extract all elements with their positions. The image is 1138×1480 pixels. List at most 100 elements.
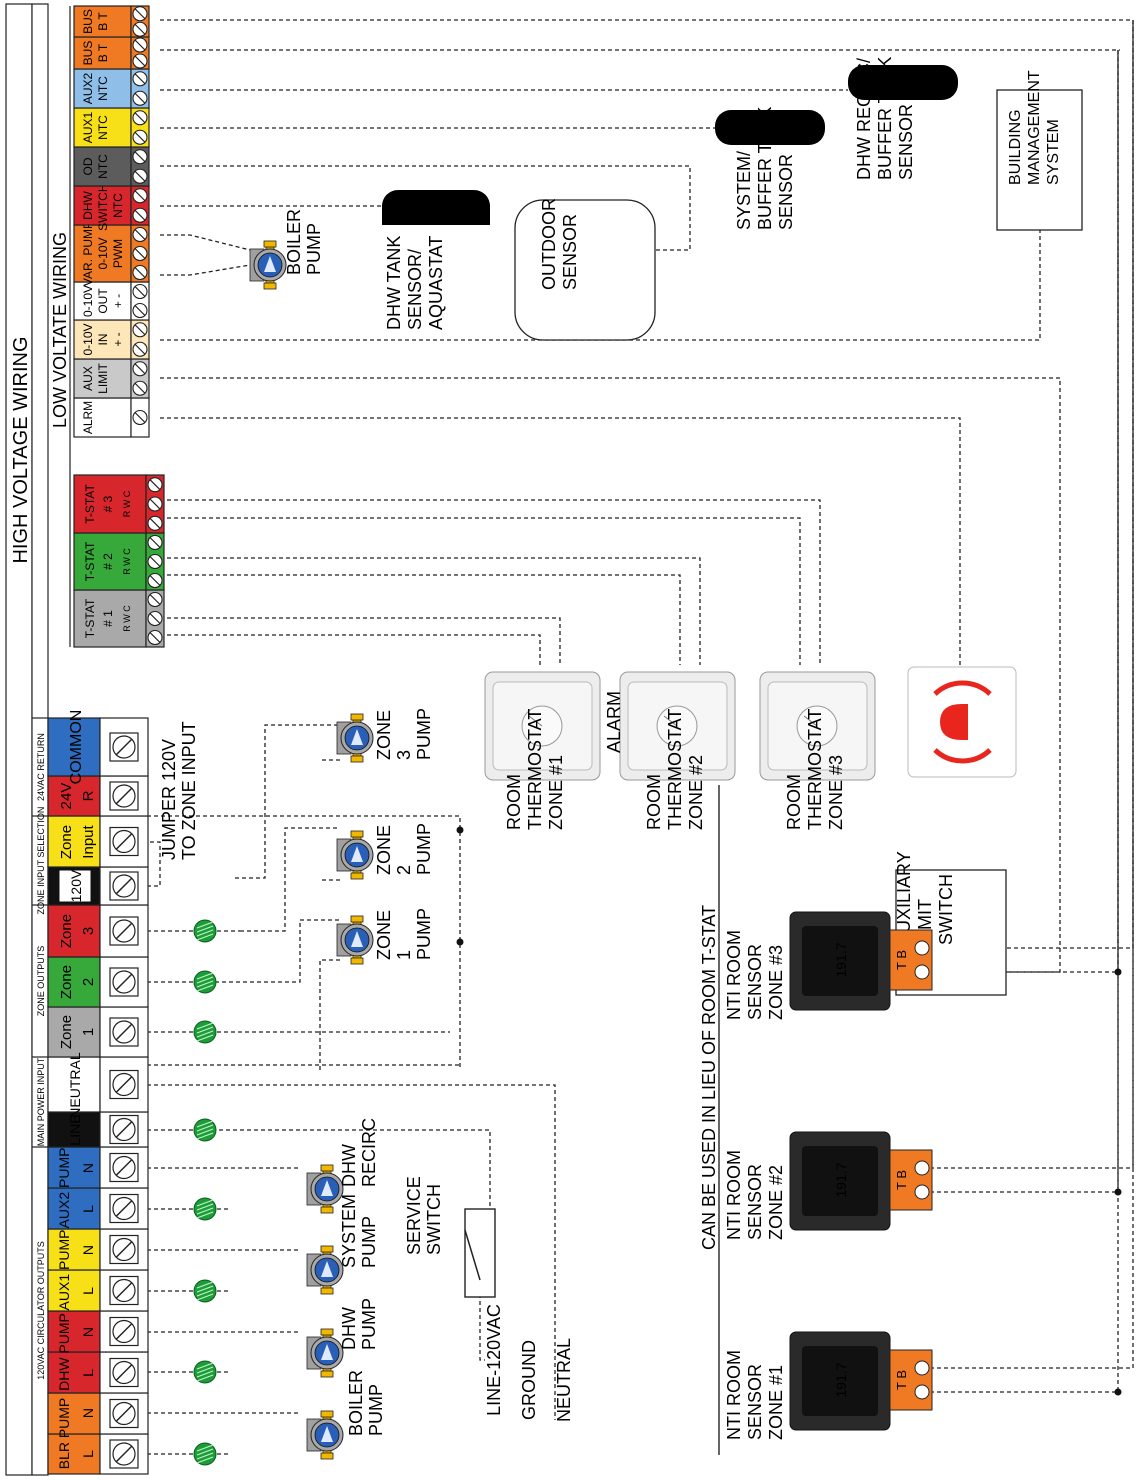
nti-sensor-3-label: ZONE #3 (766, 945, 786, 1020)
hv-terminal-label: Zone (58, 914, 75, 948)
lv-terminal-label: T-STAT (83, 598, 97, 638)
wire-nut-icon (193, 1118, 217, 1142)
screw-slot-icon (115, 1445, 133, 1463)
wire-nut-rib (196, 984, 214, 992)
lv-screw-slot-icon (134, 343, 146, 355)
wire (930, 20, 1134, 1169)
wire-nut-rib (196, 1370, 214, 1378)
lv-terminal-label: # 3 (101, 495, 115, 512)
lv-screw-slot-icon (149, 498, 161, 510)
nti-sensor-2-label: SENSOR (745, 1164, 765, 1240)
flow-arrow-icon (321, 1344, 333, 1360)
screw-head-icon (112, 1117, 136, 1142)
screw-slot-icon (115, 738, 133, 756)
hv-terminal-label: LINE (67, 1114, 83, 1145)
lv-screw-slot-icon (134, 286, 146, 297)
lv-terminal-label: R W C (122, 548, 132, 575)
nti-terminal-label: T B (894, 950, 909, 970)
wire-nut-rib (196, 1026, 214, 1034)
thermostat-zone1-icon (484, 671, 601, 781)
screw-slot-icon (115, 1363, 133, 1382)
aux-limit-label: AUXILIARY (894, 851, 914, 945)
wire-nut-rib (196, 925, 214, 933)
flow-arrow-icon (351, 729, 363, 745)
wire (240, 827, 340, 932)
thermostat-needle (663, 715, 678, 727)
nti-sensor-screen (802, 1346, 878, 1416)
lv-terminal-label: IN (96, 334, 110, 346)
lv-terminal-label: BUS (81, 41, 95, 66)
system-pump-label-line: SYSTEM (339, 1194, 359, 1268)
hv-terminal-sub: N (80, 1163, 96, 1173)
lv-screw-slot-icon (134, 112, 146, 124)
wire (160, 417, 961, 665)
aux-limit-label: SWITCH (936, 874, 956, 945)
wire (160, 634, 541, 665)
system-buffer-sensor-label: SENSOR (776, 154, 796, 230)
wire-nut-rib (196, 1374, 214, 1382)
wire-nut-rib (196, 1132, 214, 1140)
wire-nut-rib (196, 1289, 214, 1297)
bms-label: BUILDING (1007, 109, 1024, 185)
wire (930, 20, 1134, 949)
lv-terminal-label: B T (96, 12, 110, 31)
hv-terminal-sub: L (80, 1205, 96, 1213)
wire-nut-rib (196, 1444, 214, 1452)
wire (160, 574, 681, 665)
nti-terminal-label: T B (894, 1170, 909, 1190)
hv-terminal-sub: Input (80, 824, 97, 858)
junction-dot (456, 938, 464, 946)
wire-nut-rib (196, 1448, 214, 1456)
wire-nut-rib (196, 1207, 214, 1215)
hv-group-label: 120VAC CIRCULATOR OUTPUTS (36, 1241, 46, 1380)
can-be-used-label: CAN BE USED IN LIEU OF ROOM T-STAT (699, 905, 719, 1250)
boiler-pump-icon (306, 1410, 344, 1460)
wire (160, 165, 691, 251)
neutral-label: NEUTRAL (554, 1338, 574, 1422)
wire (235, 724, 340, 879)
nti-sensor-2-label: NTI ROOM (724, 1150, 744, 1240)
alarm-label: ALARM (604, 691, 624, 753)
room-thermostat-3-label: ZONE #3 (826, 755, 846, 830)
nti-screw-icon (914, 1360, 930, 1376)
flow-arrow-icon (351, 846, 363, 862)
lv-terminal-label: B T (96, 43, 110, 62)
room-thermostat-1-label: THERMOSTAT (525, 709, 545, 830)
nti-sensor-3-label: SENSOR (745, 944, 765, 1020)
dhw-recirc-label-line: DHW (339, 1144, 359, 1187)
hv-group-label: MAIN POWER INPUT (36, 1057, 46, 1146)
wire (319, 959, 340, 1070)
wiring-layer (147, 19, 1134, 1455)
pump-nut (320, 1370, 334, 1378)
wire-nut-body (193, 1279, 217, 1303)
nti-screw-icon (914, 1160, 930, 1176)
hv-terminal-label: 120V (68, 869, 84, 902)
lv-terminal-label: OD (81, 157, 95, 175)
wire-nut-icon (193, 1279, 217, 1303)
screw-head-icon (112, 1401, 136, 1426)
lv-screw-slot-icon (134, 131, 146, 143)
line-120vac-label: LINE-120VAC (484, 1304, 504, 1416)
thermostat-needle (528, 715, 543, 727)
pump-nut (263, 282, 277, 290)
system-pump-icon (306, 1245, 344, 1295)
dhw-tank-sensor-label: SENSOR/ (405, 249, 425, 330)
junction-dot (456, 826, 464, 834)
dhw-pump-icon (306, 1328, 344, 1378)
hv-terminal-sub: 2 (80, 978, 97, 986)
lv-screw-slot-icon (149, 479, 161, 491)
wire (160, 377, 1061, 973)
wire (160, 617, 561, 665)
pump-nut (320, 1206, 334, 1214)
thermostat-needle (803, 715, 818, 727)
hv-group-label: ZONE INPUT SELECTION (36, 807, 46, 915)
lv-screw-slot-icon (149, 613, 161, 624)
lv-terminal-label: NTC (96, 76, 110, 101)
lv-terminal-label: OUT (96, 288, 110, 314)
dhw-recirc-buffer-sensor-probe (848, 65, 958, 100)
pump-nut (320, 1287, 334, 1295)
lv-terminal-label: 0-10V (81, 323, 95, 355)
